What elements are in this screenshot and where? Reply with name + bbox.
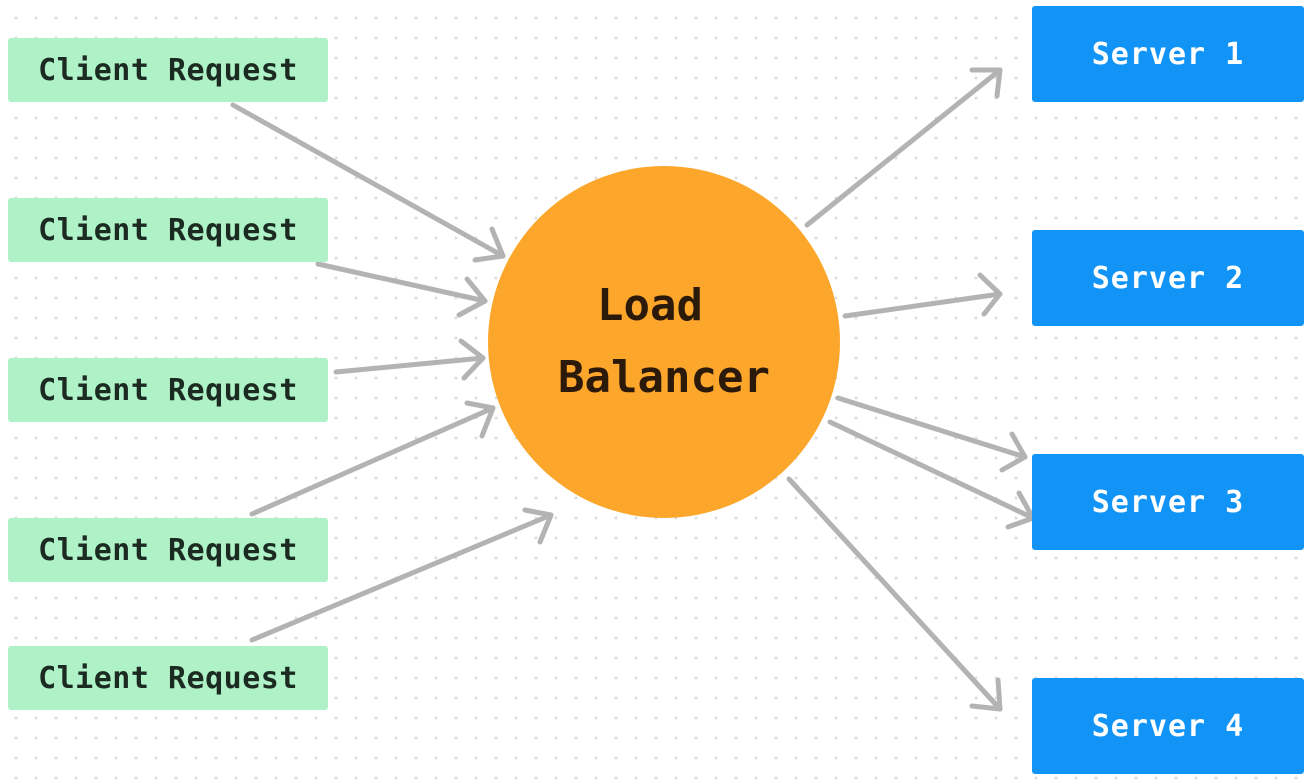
- dispatch-arrow: [804, 67, 1003, 228]
- server-box-2: Server 2: [1032, 230, 1304, 326]
- request-arrow: [315, 261, 488, 318]
- dispatch-arrow: [842, 272, 1003, 319]
- request-arrow: [249, 507, 554, 643]
- client-request-label: Client Request: [38, 212, 298, 248]
- load-balancer-node: Load Balancer: [488, 166, 840, 518]
- server-box-4: Server 4: [1032, 678, 1304, 774]
- client-request-box: Client Request: [8, 38, 328, 102]
- server-label: Server 4: [1091, 708, 1245, 744]
- client-request-label: Client Request: [38, 532, 298, 568]
- client-request-box: Client Request: [8, 358, 328, 422]
- dispatch-arrow: [835, 395, 1028, 473]
- server-label: Server 1: [1091, 36, 1245, 72]
- client-request-box: Client Request: [8, 646, 328, 710]
- request-arrow: [249, 400, 496, 517]
- server-label: Server 3: [1091, 484, 1245, 520]
- dispatch-arrow: [827, 419, 1036, 530]
- server-label: Server 2: [1091, 260, 1245, 296]
- server-box-1: Server 1: [1032, 6, 1304, 102]
- request-arrow: [230, 102, 506, 263]
- load-balancer-label-line2: Balancer: [558, 352, 770, 403]
- client-request-box: Client Request: [8, 518, 328, 582]
- client-request-label: Client Request: [38, 52, 298, 88]
- client-request-label: Client Request: [38, 660, 298, 696]
- request-arrow: [333, 338, 486, 381]
- client-request-box: Client Request: [8, 198, 328, 262]
- dispatch-arrow: [786, 476, 1003, 712]
- server-box-3: Server 3: [1032, 454, 1304, 550]
- load-balancer-label-line1: Load: [597, 280, 703, 331]
- client-request-label: Client Request: [38, 372, 298, 408]
